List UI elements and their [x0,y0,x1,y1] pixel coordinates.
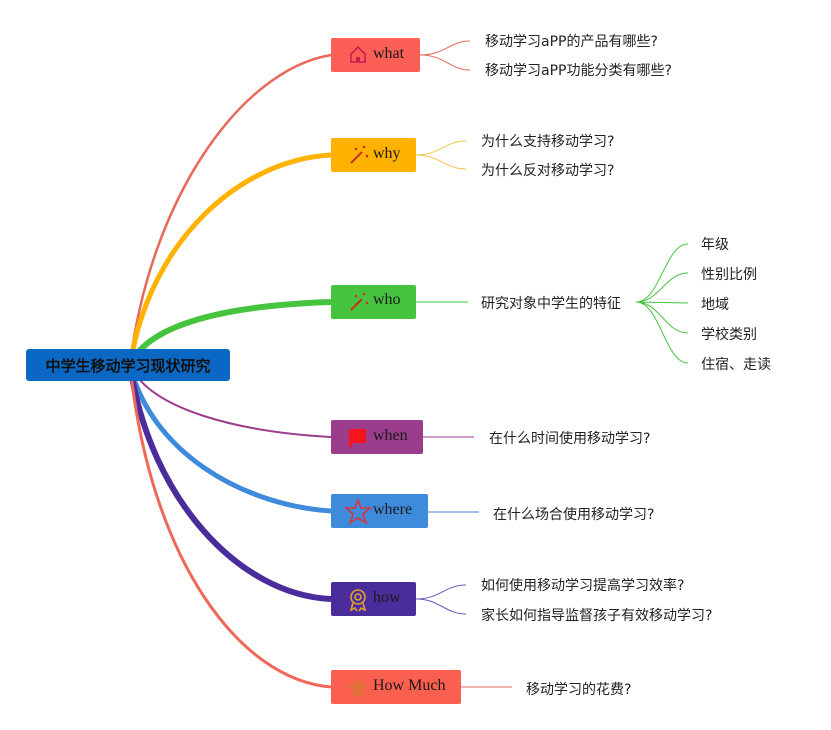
branch-why[interactable]: why [331,138,416,172]
leaf-topic[interactable]: 住宿、走读 [701,356,771,373]
leaf-topic[interactable]: 移动学习aPP功能分类有哪些? [485,63,672,79]
medal-icon [349,589,367,612]
branch-what[interactable]: what [331,38,420,72]
leaf-topic[interactable]: 为什么反对移动学习? [481,163,614,179]
leaf-topic[interactable]: 移动学习的花费? [526,682,631,698]
svg-text:who: who [373,291,401,308]
leaf-topic[interactable]: 学校类别 [701,326,757,343]
leaf-topic[interactable]: 研究对象中学生的特征 [481,296,621,312]
house-icon [350,45,366,63]
leaf-topic[interactable]: 如何使用移动学习提高学习效率? [481,577,684,594]
svg-text:what: what [373,45,405,62]
leaf-topic[interactable]: 移动学习aPP的产品有哪些? [485,34,658,50]
star-filled-icon [347,677,369,698]
branch-how-much[interactable]: How Much [331,670,461,704]
branch-when[interactable]: when [331,420,423,454]
magic-wand-icon [350,292,369,311]
root-topic[interactable]: 中学生移动学习现状研究 [26,349,230,381]
leaf-topic[interactable]: 性别比例 [701,267,757,283]
svg-text:when: when [373,427,408,444]
leaf-topic[interactable]: 为什么支持移动学习? [481,134,614,150]
leaf-topic[interactable]: 年级 [701,237,729,253]
svg-text:why: why [373,145,401,162]
leaf-topic[interactable]: 地域 [701,297,729,313]
svg-text:where: where [373,501,412,518]
svg-text:How Much: How Much [373,677,445,694]
star-outline-icon [343,497,373,525]
leaf-topic[interactable]: 家长如何指导监督孩子有效移动学习? [481,607,712,624]
flag-icon [349,429,366,447]
branch-who[interactable]: who [331,285,416,319]
leaf-topic[interactable]: 在什么时间使用移动学习? [489,430,650,447]
leaf-topic[interactable]: 在什么场合使用移动学习? [493,506,654,523]
branch-how[interactable]: how [331,582,416,616]
svg-text:how: how [373,589,401,606]
magic-wand-icon [350,145,369,164]
svg-text:中学生移动学习现状研究: 中学生移动学习现状研究 [45,357,210,375]
branch-where[interactable]: where [331,494,428,528]
